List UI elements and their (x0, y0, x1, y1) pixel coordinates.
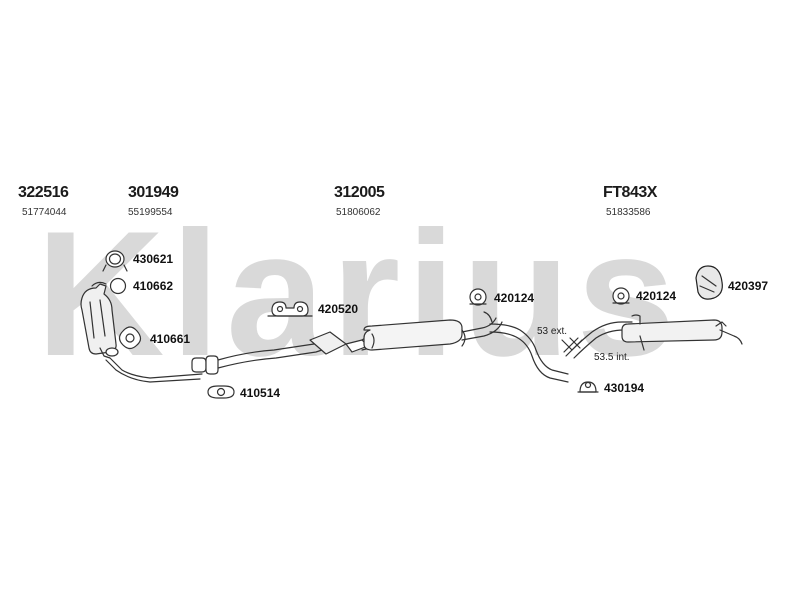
section-number-4: 51833586 (606, 207, 651, 218)
part-label-430621: 430621 (133, 252, 174, 266)
catalytic-converter-icon (80, 281, 117, 355)
note-int: 53.5 int. (594, 352, 630, 363)
section-code-2: 301949 (128, 184, 179, 201)
middle-pipe-icon (191, 341, 323, 375)
centre-silencer-icon (309, 311, 569, 383)
part-label-430194: 430194 (604, 381, 645, 395)
hanger-a-icon (469, 288, 487, 306)
hanger-bracket-icon (577, 381, 599, 393)
flange-gasket-icon (207, 385, 235, 399)
section-code-4: FT843X (603, 184, 657, 201)
seal-ring-icon (109, 277, 127, 295)
part-label-410662: 410662 (133, 279, 174, 293)
front-pipe-icon (99, 347, 203, 383)
part-label-410514: 410514 (240, 386, 281, 400)
part-label-420124-a: 420124 (494, 291, 535, 305)
section-number-3: 51806062 (336, 207, 381, 218)
gasket-icon (118, 326, 142, 350)
section-number-1: 51774044 (22, 207, 67, 218)
part-label-420397: 420397 (728, 279, 769, 293)
section-number-2: 55199554 (128, 207, 173, 218)
rubber-mount-icon (695, 265, 723, 300)
part-label-420124-b: 420124 (636, 289, 677, 303)
hanger-b-icon (612, 287, 630, 305)
section-code-1: 322516 (18, 184, 69, 201)
part-label-410661: 410661 (150, 332, 191, 346)
section-code-3: 312005 (334, 184, 385, 201)
gasket-ring-icon (102, 250, 128, 272)
part-label-420520: 420520 (318, 302, 359, 316)
rear-silencer-icon (571, 314, 743, 359)
rubber-hanger-icon (267, 301, 313, 317)
note-ext: 53 ext. (537, 326, 568, 337)
